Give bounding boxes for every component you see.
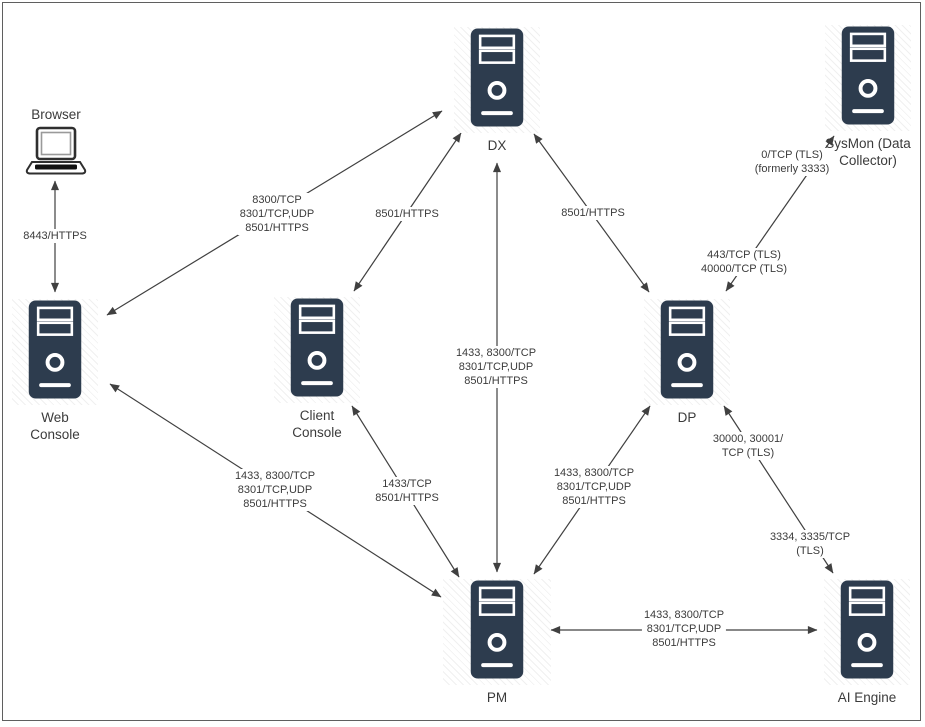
edge-label-browser-web: 8443/HTTPS: [21, 229, 89, 243]
edge-label-pm-dx: 1433, 8300/TCP 8301/TCP,UDP 8501/HTTPS: [453, 346, 539, 388]
edge-label-web-pm: 1433, 8300/TCP 8301/TCP,UDP 8501/HTTPS: [232, 469, 318, 511]
edge-label-web-dx: 8300/TCP 8301/TCP,UDP 8501/HTTPS: [237, 193, 317, 235]
server-icon: [443, 579, 551, 685]
node-label: Browser: [31, 107, 81, 122]
edge-label-dp-sysmon-lower: 443/TCP (TLS) 40000/TCP (TLS): [698, 248, 790, 276]
server-icon: [644, 299, 730, 405]
node-label: SysMon (Data Collector): [825, 136, 911, 168]
node-dx: DX: [432, 27, 562, 154]
edge-label-dp-sysmon-upper: 0/TCP (TLS) (formerly 3333): [752, 148, 832, 176]
node-label: Client Console: [292, 408, 342, 440]
node-label: DX: [487, 138, 507, 153]
node-label: PM: [486, 690, 508, 705]
node-label: AI Engine: [837, 690, 897, 705]
server-icon: [824, 579, 910, 685]
edge-label-dx-dp: 8501/HTTPS: [559, 206, 627, 220]
node-client-console: Client Console: [252, 297, 382, 441]
node-label: DP: [677, 410, 697, 425]
edge-label-pm-ai: 1433, 8300/TCP 8301/TCP,UDP 8501/HTTPS: [641, 608, 727, 650]
node-ai-engine: AI Engine: [802, 579, 925, 706]
server-icon: [454, 27, 540, 133]
edge-label-client-dx: 8501/HTTPS: [373, 207, 441, 221]
edge-label-dp-ai-lower: 3334, 3335/TCP (TLS): [767, 530, 853, 558]
laptop-icon: [25, 126, 87, 181]
edge-label-dp-pm: 1433, 8300/TCP 8301/TCP,UDP 8501/HTTPS: [551, 466, 637, 508]
server-icon: [12, 299, 98, 405]
server-icon: [825, 25, 911, 131]
node-label: Web Console: [30, 410, 80, 442]
node-dp: DP: [622, 299, 752, 426]
node-sysmon: SysMon (Data Collector): [803, 25, 925, 169]
node-web-console: Web Console: [0, 299, 120, 443]
server-icon: [274, 297, 360, 403]
node-browser: Browser: [0, 106, 121, 181]
edge-label-dp-ai-upper: 30000, 30001/ TCP (TLS): [710, 432, 786, 460]
node-pm: PM: [432, 579, 562, 706]
edge-label-client-pm: 1433/TCP 8501/HTTPS: [373, 477, 441, 505]
